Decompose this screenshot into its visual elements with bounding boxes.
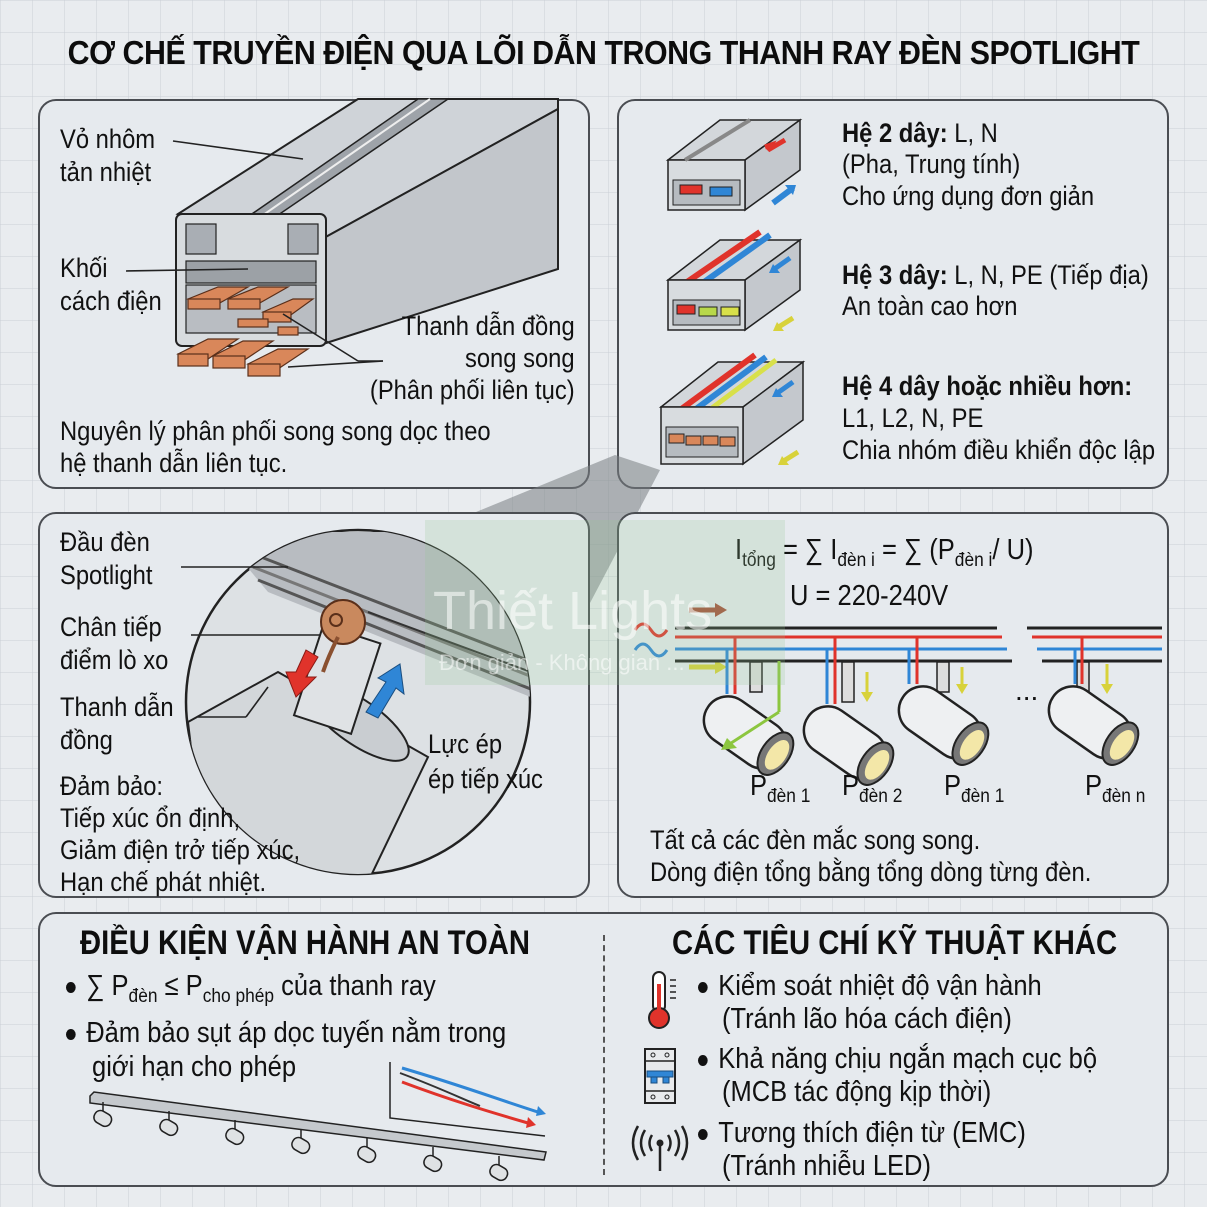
wire-system-2-line1: (Pha, Trung tính)	[842, 149, 1021, 179]
parallel-caption-line1: Tất cả các đèn mắc song song.	[650, 825, 981, 855]
other-item-2-line1: Khả năng chịu ngắn mạch cục bộ	[698, 1043, 1097, 1075]
safety-bullet-1: ∑ Pđèn ≤ Pcho phép của thanh ray	[66, 970, 436, 1012]
voltage-label: U = 220-240V	[790, 580, 949, 612]
current-formula: Itổng = ∑ Iđèn i = ∑ (Pđèn i/ U)	[735, 534, 1034, 571]
label-housing-line2: tản nhiệt	[60, 157, 152, 187]
other-criteria-heading: CÁC TIÊU CHÍ KỸ THUẬT KHÁC	[672, 924, 1118, 962]
label-copper-line2: đồng	[60, 725, 113, 755]
wire-system-3-heading: Hệ 3 dây: L, N, PE (Tiếp địa)	[842, 260, 1149, 290]
spotlight-1	[702, 637, 795, 776]
bullet-icon	[66, 981, 76, 993]
wire-system-4-heading: Hệ 4 dây hoặc nhiều hơn:	[842, 371, 1133, 401]
ensures-item-3: Hạn chế phát nhiệt.	[60, 867, 267, 897]
label-spring-contact-line1: Chân tiếp	[60, 612, 162, 642]
label-insulator-line2: cách điện	[60, 286, 162, 316]
wire-system-4-line2: Chia nhóm điều khiển độc lập	[842, 435, 1156, 465]
rail-caption-line1: Nguyên lý phân phối song song dọc theo	[60, 416, 491, 446]
label-lamp-head-line2: Spotlight	[60, 560, 153, 590]
parallel-caption-line2: Dòng điện tổng bằng tổng dòng từng đèn.	[650, 857, 1092, 887]
lamp-power-n: Pđèn n	[1085, 770, 1146, 807]
voltage-drop-illustration	[89, 1062, 547, 1182]
safety-bullet-2-line1: Đảm bảo sụt áp dọc tuyến nằm trong	[66, 1017, 506, 1049]
ensures-item-2: Giảm điện trở tiếp xúc,	[60, 835, 301, 865]
ensures-item-1: Tiếp xúc ổn định,	[60, 803, 241, 833]
label-housing-line1: Vỏ nhôm	[60, 124, 156, 154]
label-conductors-line2: song song	[465, 343, 575, 373]
bullet-icon	[698, 981, 708, 993]
bullet-icon	[698, 1128, 708, 1140]
four-wire-rail-icon	[658, 352, 806, 466]
thermometer-icon	[648, 971, 676, 1029]
spotlight-n	[1032, 635, 1140, 766]
circuit-breaker-icon	[644, 1048, 676, 1104]
rail-caption-line2: hệ thanh dẫn liên tục.	[60, 448, 288, 478]
antenna-signal-icon	[631, 1125, 689, 1171]
safety-bullet-2-line2: giới hạn cho phép	[92, 1051, 297, 1083]
ensures-title: Đảm bảo:	[60, 771, 164, 801]
bullet-icon	[66, 1028, 76, 1040]
label-conductors-line1: Thanh dẫn đồng	[401, 311, 575, 341]
label-conductors-line3: (Phân phối liên tục)	[370, 375, 575, 405]
label-lamp-head-line1: Đầu đèn	[60, 527, 150, 557]
wire-system-3-line1: An toàn cao hơn	[842, 291, 1018, 321]
label-insulator-line1: Khối	[60, 253, 108, 283]
label-force-line1: Lực ép	[428, 729, 503, 759]
page-title: CƠ CHẾ TRUYỀN ĐIỆN QUA LÕI DẪN TRONG THA…	[67, 34, 1140, 71]
lamp-power-3: Pđèn 1	[944, 770, 1005, 807]
bottom-divider	[603, 935, 605, 1175]
label-spring-contact-line2: điểm lò xo	[60, 645, 169, 675]
wire-system-4-line1: L1, L2, N, PE	[842, 403, 984, 433]
wire-system-2-line2: Cho ứng dụng đơn giản	[842, 181, 1095, 211]
other-item-3-line2: (Tránh nhiễu LED)	[722, 1150, 931, 1182]
lamps-ellipsis: ...	[1015, 675, 1038, 706]
contact-closeup-illustration	[181, 528, 532, 876]
label-copper-line1: Thanh dẫn	[60, 692, 174, 722]
three-wire-rail-icon	[665, 229, 803, 332]
other-item-3-line1: Tương thích điện từ (EMC)	[698, 1117, 1026, 1149]
lamp-power-2: Pđèn 2	[842, 770, 903, 807]
parallel-circuit-diagram: ...	[633, 603, 1162, 786]
other-item-1-line1: Kiểm soát nhiệt độ vận hành	[698, 970, 1042, 1002]
spotlight-2	[802, 637, 895, 786]
lamp-power-1: Pđèn 1	[750, 770, 811, 807]
bullet-icon	[698, 1054, 708, 1066]
rail-cross-section-illustration	[125, 98, 559, 377]
spotlight-3	[897, 637, 990, 766]
two-wire-rail-icon	[665, 118, 803, 212]
wire-system-2-heading: Hệ 2 dây: L, N	[842, 118, 998, 148]
safety-heading: ĐIỀU KIỆN VẬN HÀNH AN TOÀN	[80, 924, 530, 962]
other-item-2-line2: (MCB tác động kịp thời)	[722, 1076, 992, 1108]
label-force-line2: ép tiếp xúc	[428, 764, 543, 794]
other-item-1-line2: (Tránh lão hóa cách điện)	[722, 1003, 1012, 1035]
